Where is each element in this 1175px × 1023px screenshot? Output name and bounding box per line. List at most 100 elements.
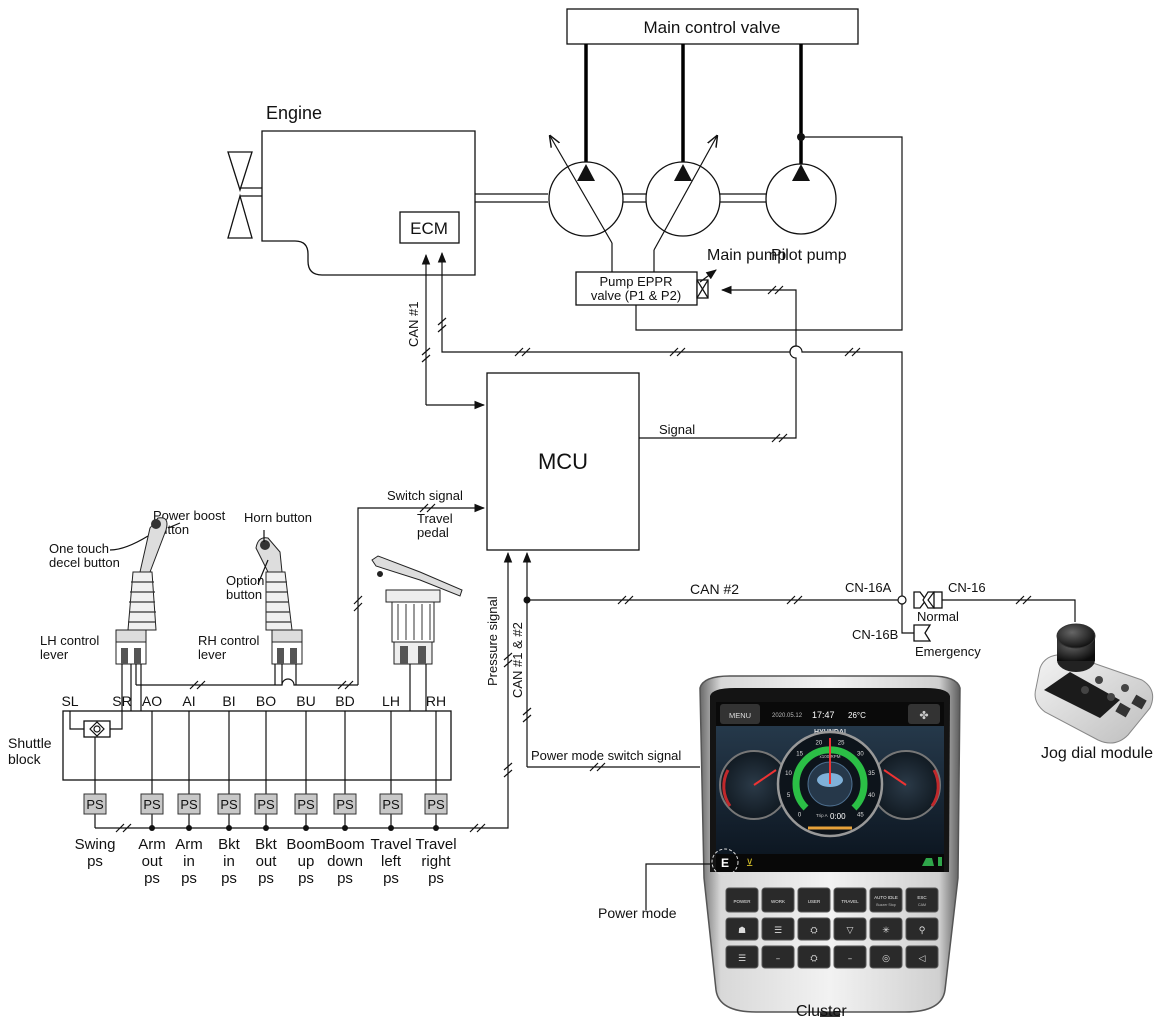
- power-mode-letter: E: [721, 856, 729, 870]
- cluster-icon-button[interactable]: ▽: [833, 917, 867, 941]
- button-icon: ☰: [774, 926, 782, 936]
- pressure-sensor-5[interactable]: PS: [254, 793, 278, 815]
- cluster-button-sublabel: CAM: [918, 903, 926, 907]
- cluster-icon-button[interactable]: ⚲: [905, 917, 939, 941]
- pressure-sensor-4[interactable]: PS: [217, 793, 241, 815]
- pump-eppr-valve[interactable]: Pump EPPR valve (P1 & P2): [575, 269, 717, 306]
- cluster-temp: 26°C: [848, 711, 866, 720]
- cluster-button-sublabel: Buzzer Stop: [876, 903, 896, 907]
- main-control-valve[interactable]: Main control valve: [566, 8, 859, 45]
- rpm-tick-5: 5: [787, 793, 791, 799]
- jog-dial-label: Jog dial module: [1041, 745, 1153, 762]
- port-label-sl: SL: [61, 693, 78, 709]
- pressure-sensor-7[interactable]: PS: [333, 793, 357, 815]
- button-icon: ☗: [738, 926, 746, 936]
- sensor-label-line: out: [142, 853, 164, 870]
- cluster-icon-button[interactable]: ☰: [761, 917, 795, 941]
- pilot-pump[interactable]: [765, 163, 837, 235]
- port-label-lh: LH: [382, 693, 400, 709]
- shuttle-block[interactable]: [62, 710, 452, 781]
- pressure-sensor-8[interactable]: PS: [379, 793, 403, 815]
- pressure-signal-label: Pressure signal: [485, 596, 500, 686]
- cluster-icon-button[interactable]: –: [761, 945, 795, 969]
- trip-time: 0:00: [830, 812, 846, 821]
- power-mode-label: Power mode: [598, 905, 677, 921]
- rpm-tick-40: 40: [868, 793, 875, 799]
- cluster-icon-button[interactable]: ◁: [905, 945, 939, 969]
- rpm-tick-0: 0: [798, 812, 802, 818]
- cluster-icon-button[interactable]: ⛭: [797, 917, 831, 941]
- main-pump-p2[interactable]: [645, 136, 721, 251]
- ecm-label: ECM: [410, 219, 448, 238]
- mcu-box[interactable]: MCU: [486, 372, 640, 551]
- cluster-icon-button[interactable]: –: [833, 945, 867, 969]
- sensor-label-line: ps: [144, 870, 160, 887]
- sensor-label-line: ps: [428, 870, 444, 887]
- sensor-label-line: in: [183, 853, 195, 870]
- option-label-line1: Option: [226, 573, 264, 588]
- main-pump-p1[interactable]: [548, 136, 624, 244]
- pilot-pump-label: Pilot pump: [771, 247, 847, 264]
- ecm-box[interactable]: ECM: [399, 211, 460, 244]
- cluster-icon-button[interactable]: ⛭: [797, 945, 831, 969]
- port-label-bd: BD: [335, 693, 354, 709]
- can12-label: CAN #1 & #2: [510, 622, 525, 698]
- sensor-label-line: Bkt: [218, 836, 241, 853]
- cluster-menu-label: MENU: [729, 711, 751, 720]
- mode-icon: ⊻: [746, 858, 753, 869]
- cluster-icon-button[interactable]: ☰: [725, 945, 759, 969]
- button-icon: ⛭: [810, 954, 817, 964]
- engine-block[interactable]: [261, 130, 476, 276]
- rpm-tick-45: 45: [857, 812, 864, 818]
- pressure-sensors: PSSwingpsPSArmoutpsPSArminpsPSBktinpsPSB…: [75, 711, 457, 887]
- cn16b-connector[interactable]: [913, 624, 932, 642]
- eppr-signal-line: [639, 285, 797, 439]
- rh-lever-label-line1: RH control: [198, 633, 260, 648]
- cluster-button-power[interactable]: POWER: [725, 887, 759, 913]
- travel-pedal[interactable]: [371, 555, 463, 665]
- lh-control-lever[interactable]: [115, 517, 168, 665]
- one-touch-label-line1: One touch: [49, 541, 109, 556]
- cluster-icon-button[interactable]: ☗: [725, 917, 759, 941]
- cluster-menu-button[interactable]: [720, 704, 760, 724]
- button-icon: –: [776, 954, 781, 964]
- main-pump-label: Main pump: [707, 247, 786, 264]
- ps-label: PS: [427, 797, 445, 812]
- button-icon: –: [848, 954, 853, 964]
- cluster-icon-button[interactable]: ◎: [869, 945, 903, 969]
- cluster-time: 17:47: [812, 710, 835, 720]
- cluster-button-work[interactable]: WORK: [761, 887, 795, 913]
- cluster-button-user[interactable]: USER: [797, 887, 831, 913]
- pressure-sensor-9[interactable]: PS: [424, 793, 448, 815]
- cluster-date: 2020.05.12: [772, 713, 803, 719]
- pressure-sensor-2[interactable]: PS: [140, 793, 164, 815]
- power-mode-leader: [645, 863, 712, 910]
- pressure-sensor-6[interactable]: PS: [294, 793, 318, 815]
- sensor-label-line: ps: [181, 870, 197, 887]
- button-icon: ⛭: [810, 926, 817, 936]
- button-icon: ◎: [882, 954, 890, 964]
- rpm-tick-25: 25: [838, 741, 845, 747]
- pressure-sensor-1[interactable]: PS: [83, 793, 107, 815]
- ps-label: PS: [257, 797, 275, 812]
- cn16a-connector[interactable]: [913, 591, 943, 609]
- ps-label: PS: [382, 797, 400, 812]
- ps-label: PS: [86, 797, 104, 812]
- jog-dial-line: [942, 599, 1076, 622]
- sensor-label-line: Boom: [286, 836, 325, 853]
- rh-control-lever[interactable]: [255, 537, 303, 665]
- cluster-display[interactable]: MENU 2020.05.12 17:47 26°C ✤ HYUNDAI x10…: [699, 675, 961, 1017]
- jog-dial-module[interactable]: [1034, 623, 1154, 744]
- cluster-icon-button[interactable]: ✳: [869, 917, 903, 941]
- cluster-button-travel[interactable]: TRAVEL: [833, 887, 867, 913]
- cluster-fan-button[interactable]: [908, 704, 940, 724]
- cn16-label: CN-16: [948, 580, 986, 595]
- shuttle-block-label-line1: Shuttle: [8, 735, 52, 751]
- eppr-label-line1: Pump EPPR: [600, 274, 673, 289]
- pressure-sensor-3[interactable]: PS: [177, 793, 201, 815]
